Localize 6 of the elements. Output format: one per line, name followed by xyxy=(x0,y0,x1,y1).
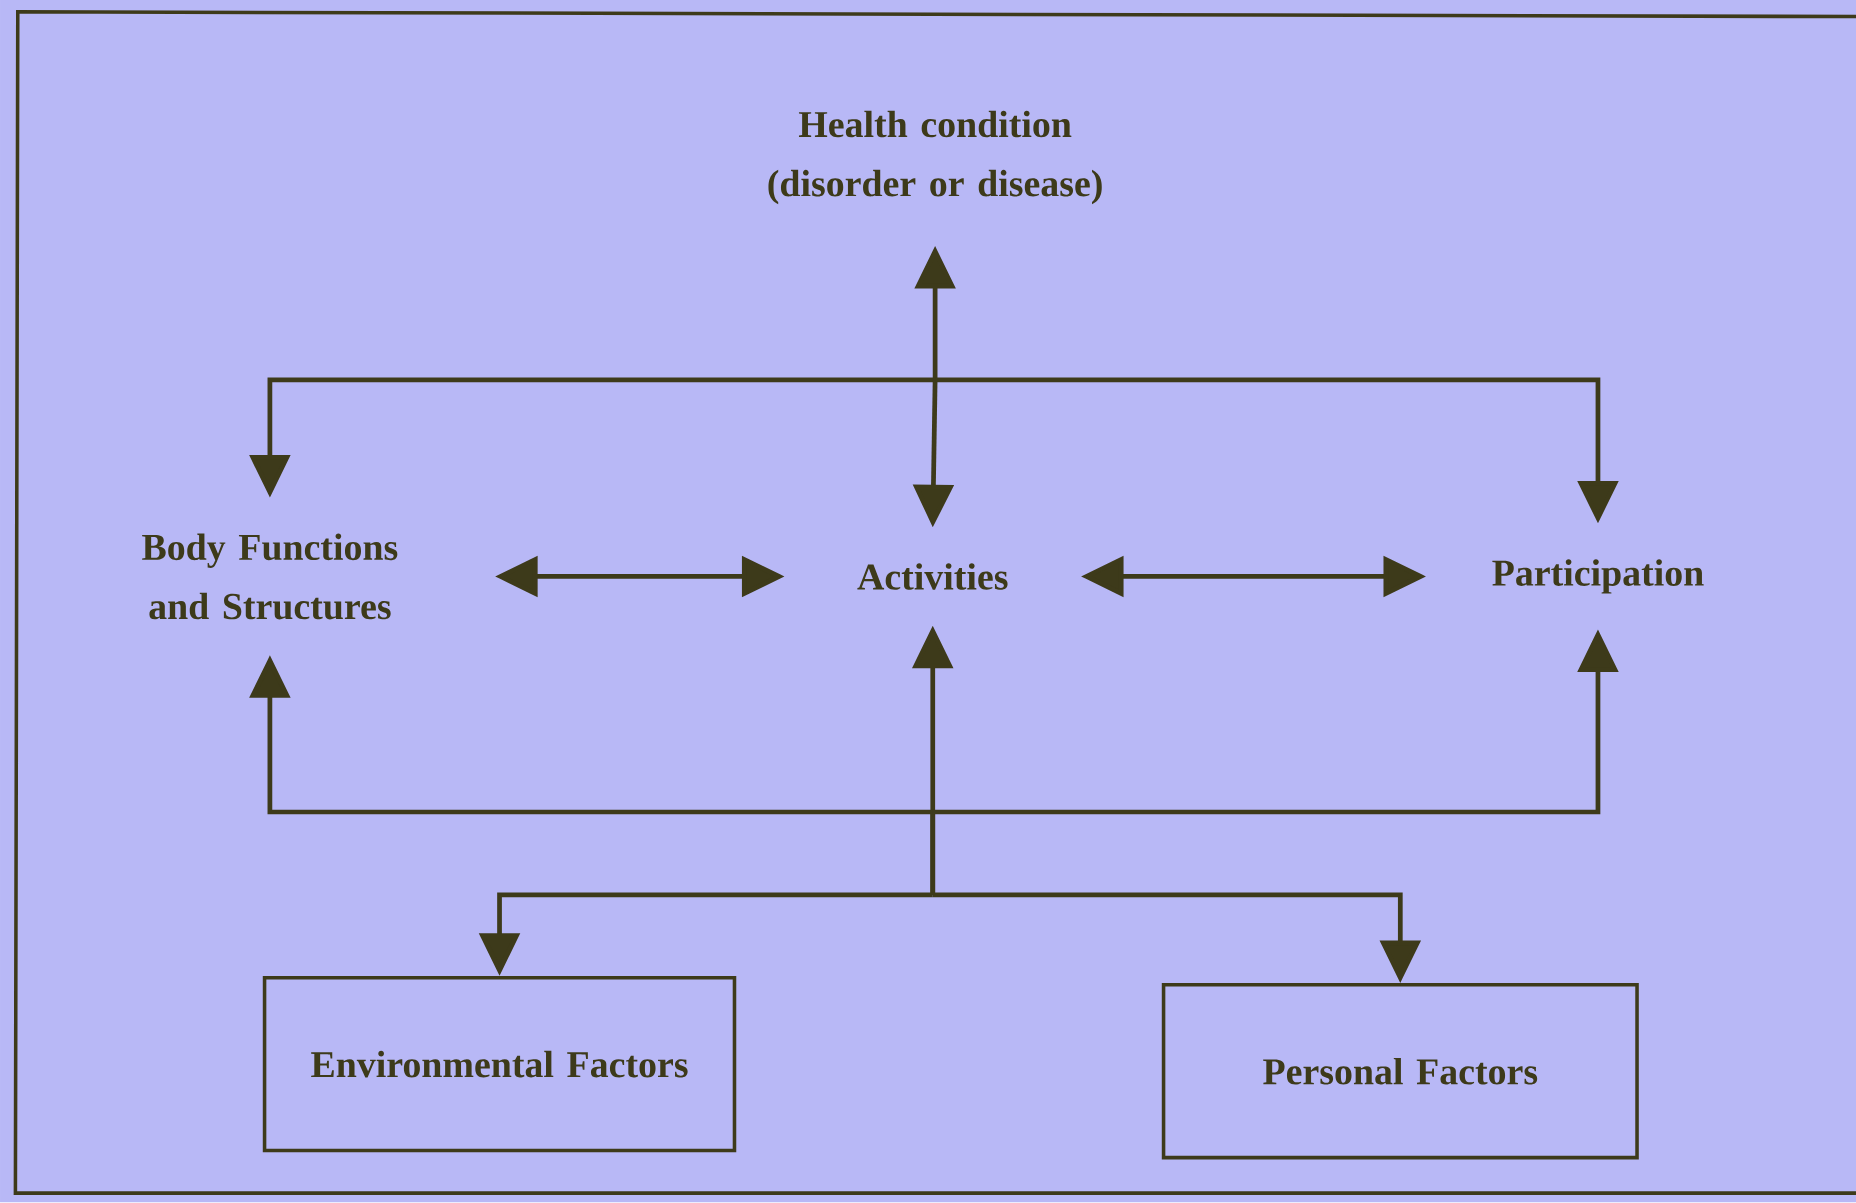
concept-label: Activities xyxy=(857,563,1008,590)
factor-box: Personal Factors xyxy=(1161,983,1639,1160)
concept-label: Health condition (disorder or disease) xyxy=(768,110,1102,205)
concept-label: Participation xyxy=(1492,559,1704,594)
factor-box: Environmental Factors xyxy=(262,976,737,1153)
concept-label: Body Functions and Structures xyxy=(142,533,398,620)
